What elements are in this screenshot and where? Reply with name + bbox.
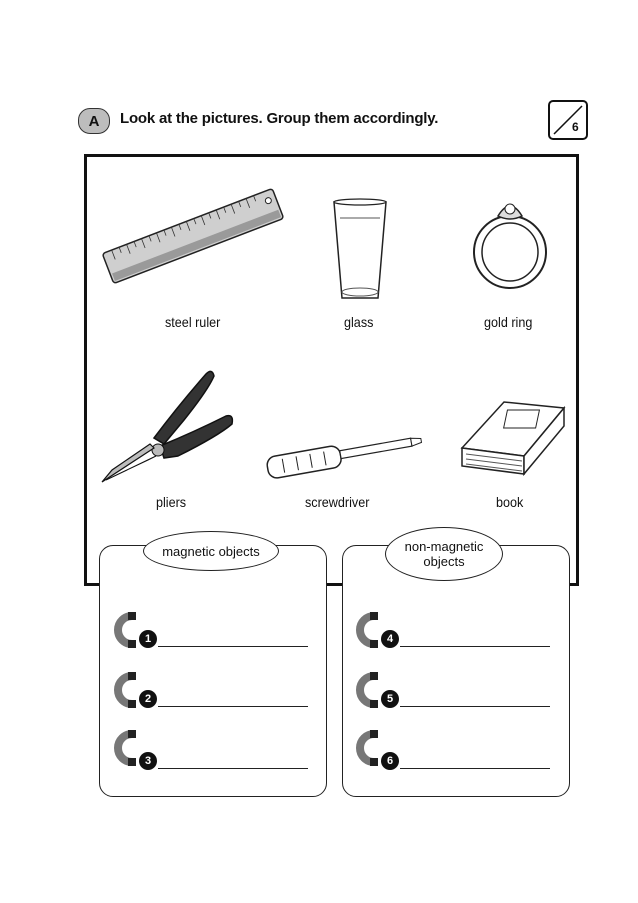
non-magnetic-objects-panel — [342, 545, 570, 797]
ruler-icon — [102, 188, 284, 284]
non-magnetic-objects-title: non-magnetic objects — [385, 527, 503, 581]
magnet-icon — [114, 730, 136, 766]
answer-number-5: 5 — [381, 690, 399, 708]
object-label-gold-ring: gold ring — [484, 314, 533, 330]
ring-icon — [473, 203, 547, 289]
answer-line-3[interactable] — [158, 768, 308, 769]
book-icon — [460, 401, 566, 477]
magnet-icon — [114, 612, 136, 648]
magnet-icon — [356, 672, 378, 708]
answer-line-6[interactable] — [400, 768, 550, 769]
answer-line-5[interactable] — [400, 706, 550, 707]
glass-icon — [333, 198, 387, 299]
object-label-glass: glass — [344, 314, 374, 330]
magnet-icon — [114, 672, 136, 708]
answer-number-4: 4 — [381, 630, 399, 648]
pictures-frame — [84, 154, 579, 586]
object-label-steel-ruler: steel ruler — [165, 314, 221, 330]
section-badge: A — [78, 108, 110, 134]
non-magnetic-objects-title-text: non-magnetic objects — [404, 539, 484, 569]
answer-line-1[interactable] — [158, 646, 308, 647]
object-label-screwdriver: screwdriver — [305, 494, 370, 510]
score-total: 6 — [572, 120, 579, 134]
object-label-pliers: pliers — [156, 494, 187, 510]
answer-number-3: 3 — [139, 752, 157, 770]
pliers-icon — [101, 370, 234, 483]
magnet-icon — [356, 730, 378, 766]
magnetic-objects-title-text: magnetic objects — [162, 543, 260, 559]
answer-line-4[interactable] — [400, 646, 550, 647]
answer-number-6: 6 — [381, 752, 399, 770]
answer-number-2: 2 — [139, 690, 157, 708]
instruction-text: Look at the pictures. Group them accordi… — [120, 110, 439, 127]
magnet-icon — [356, 612, 378, 648]
section-letter: A — [88, 112, 100, 130]
magnetic-objects-panel — [99, 545, 327, 797]
answer-line-2[interactable] — [158, 706, 308, 707]
screwdriver-icon — [266, 437, 423, 479]
magnetic-objects-title: magnetic objects — [143, 531, 279, 571]
score-box — [548, 100, 588, 140]
object-label-book: book — [496, 494, 524, 510]
answer-number-1: 1 — [139, 630, 157, 648]
